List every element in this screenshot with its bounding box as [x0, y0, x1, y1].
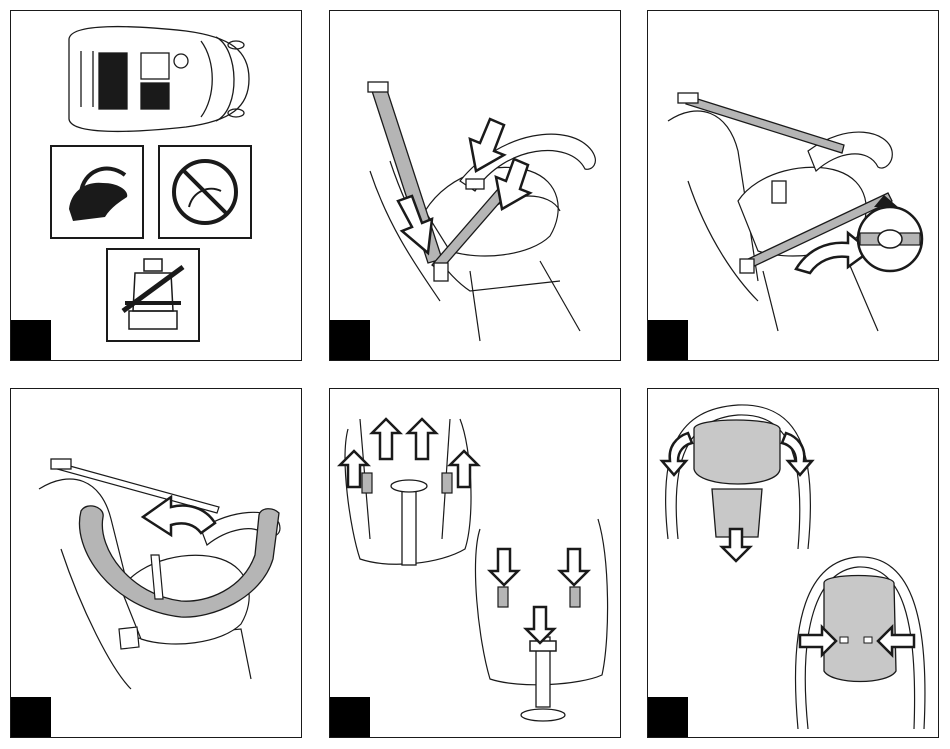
infant-carrier-icon	[51, 146, 143, 238]
step-number-badge	[11, 697, 51, 737]
step-panel-6	[647, 388, 939, 738]
step-number-badge	[330, 320, 370, 360]
car-seat-position-illustration	[11, 11, 302, 361]
step-panel-1	[10, 10, 302, 361]
lap-belt-routing-illustration	[330, 11, 621, 361]
seat-belt-icon	[107, 249, 199, 341]
step-number-badge	[11, 320, 51, 360]
step-number-badge	[648, 697, 688, 737]
step-panel-3	[647, 10, 939, 361]
no-airbag-icon	[159, 146, 251, 238]
step-panel-2	[329, 10, 621, 361]
shoulder-belt-routing-illustration	[648, 11, 939, 361]
handle-rotation-illustration	[11, 389, 302, 738]
step-number-badge	[330, 697, 370, 737]
step-number-badge	[648, 320, 688, 360]
step-panel-4	[10, 388, 302, 738]
cover-removal-illustration	[648, 389, 939, 738]
step-panel-5	[329, 388, 621, 738]
harness-adjustment-illustration	[330, 389, 621, 738]
car-top-view-icon	[69, 27, 249, 132]
